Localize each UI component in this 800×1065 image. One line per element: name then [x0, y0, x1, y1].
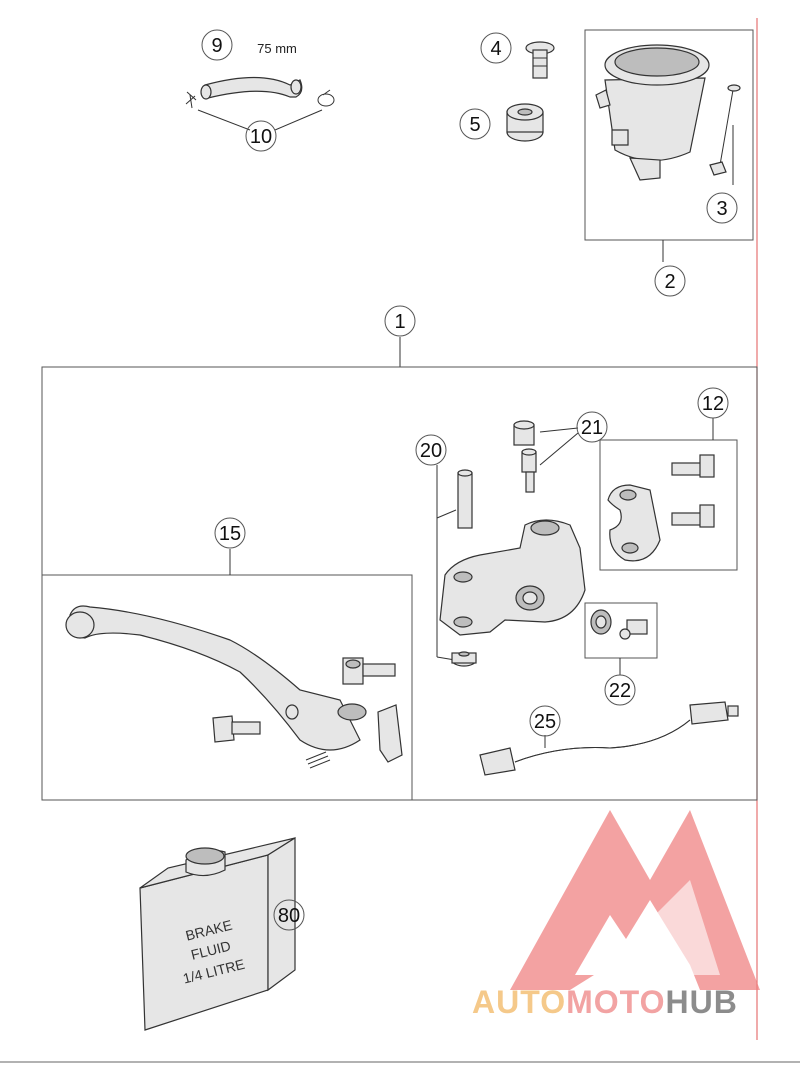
grommet-5 — [506, 103, 544, 142]
pivot-bolt — [212, 715, 261, 743]
clamp-bolts — [671, 454, 715, 528]
hose-group — [185, 76, 335, 131]
nut-20 — [451, 651, 477, 667]
svg-text:9: 9 — [211, 35, 222, 57]
callout-22: 22 — [604, 674, 636, 706]
watermark-hub: HUB — [665, 984, 737, 1020]
svg-text:4: 4 — [490, 38, 501, 60]
watermark-text: AUTOMOTOHUB — [472, 984, 738, 1020]
callout-2: 2 — [654, 265, 686, 297]
callout-10: 10 — [245, 120, 277, 152]
reservoir — [595, 44, 710, 181]
watermark-auto: AUTO — [472, 984, 566, 1020]
callout-4: 4 — [480, 32, 512, 64]
clamp — [607, 484, 661, 562]
watermark-logo — [510, 810, 760, 990]
svg-text:1: 1 — [394, 311, 405, 333]
callout-5: 5 — [459, 108, 491, 140]
adjuster-screw — [342, 657, 396, 685]
watermark-moto: MOTO — [566, 984, 665, 1020]
svg-text:10: 10 — [250, 126, 272, 148]
lever-box — [41, 574, 413, 801]
spring — [305, 751, 331, 769]
switch-parts — [590, 609, 648, 640]
callout-21: 21 — [576, 411, 608, 443]
callout-9: 9 — [201, 29, 233, 61]
svg-text:21: 21 — [581, 417, 603, 439]
svg-text:80: 80 — [278, 905, 300, 927]
callout-80: 80 — [273, 899, 305, 931]
hose — [204, 76, 303, 99]
clamp-box — [599, 439, 738, 571]
svg-text:20: 20 — [420, 440, 442, 462]
svg-text:25: 25 — [534, 711, 556, 733]
callout-1: 1 — [384, 305, 416, 337]
hose-clamp-left — [185, 91, 197, 109]
switch-box — [584, 602, 658, 659]
callout-25: 25 — [529, 705, 561, 737]
hose-clamp-right — [317, 89, 335, 107]
brake-fluid-bottle — [139, 836, 296, 1031]
reservoir-box — [584, 29, 754, 241]
svg-text:5: 5 — [469, 114, 480, 136]
svg-text:22: 22 — [609, 680, 631, 702]
svg-text:2: 2 — [664, 271, 675, 293]
hose-length-label: 75 mm — [257, 41, 297, 56]
master-cylinder — [439, 519, 586, 636]
callout-20: 20 — [415, 434, 447, 466]
brake-light-cable — [479, 701, 739, 776]
svg-text:3: 3 — [716, 198, 727, 220]
screw-3 — [709, 84, 741, 185]
callout-12: 12 — [697, 387, 729, 419]
screw-4 — [525, 41, 555, 79]
svg-text:12: 12 — [702, 393, 724, 415]
svg-text:15: 15 — [219, 523, 241, 545]
brake-lever — [65, 605, 403, 763]
fittings-21 — [513, 420, 579, 493]
callout-3: 3 — [706, 192, 738, 224]
pin-20 — [436, 465, 473, 661]
callout-15: 15 — [214, 517, 246, 549]
